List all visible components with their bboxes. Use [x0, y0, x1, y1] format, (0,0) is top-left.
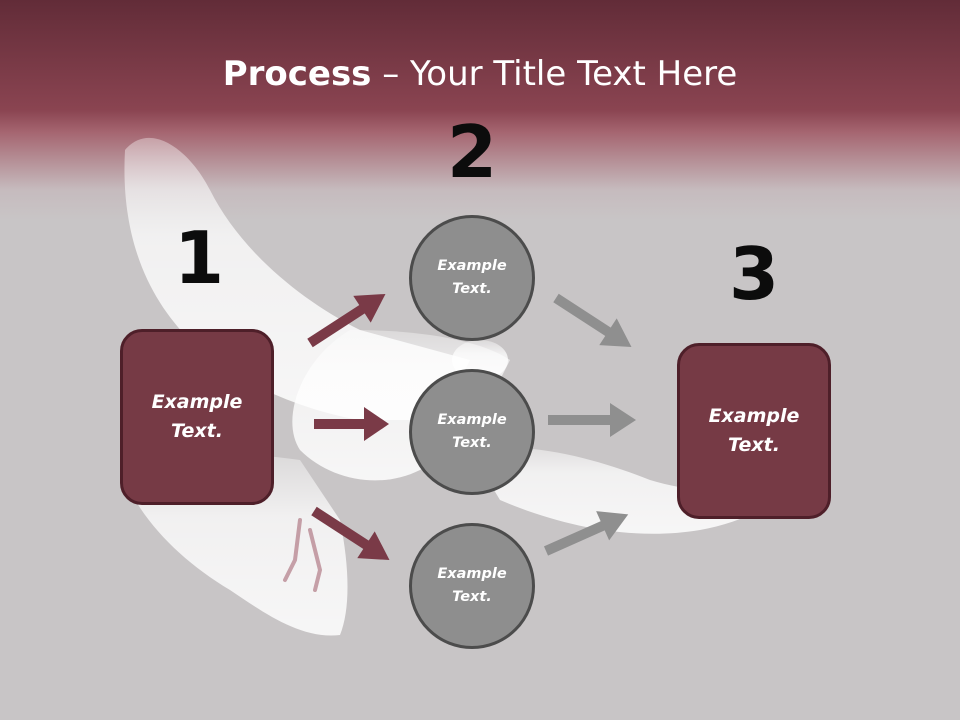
arrow-to-top-circle — [307, 293, 386, 348]
arrow-from-bottom-circle — [543, 511, 629, 556]
step-box-right: Example Text. — [677, 343, 831, 519]
step-box-left: Example Text. — [120, 329, 274, 505]
circle-top: Example Text. — [409, 215, 535, 341]
arrow-from-top-circle — [553, 293, 632, 348]
title-bold: Process — [222, 54, 372, 94]
arrow-to-middle-circle — [314, 407, 389, 441]
step-number-3: 3 — [728, 232, 780, 316]
step-box-right-text: Example Text. — [708, 405, 800, 456]
step-number-2: 2 — [446, 110, 498, 194]
step-number-1: 1 — [173, 216, 225, 300]
circle-bottom: Example Text. — [409, 523, 535, 649]
slide-title: Process – Your Title Text Here — [0, 52, 960, 96]
circle-bottom-text: Example Text. — [437, 566, 507, 605]
circle-middle: Example Text. — [409, 369, 535, 495]
arrow-to-bottom-circle — [311, 506, 390, 561]
circle-top-text: Example Text. — [437, 258, 507, 297]
title-rest: – Your Title Text Here — [371, 54, 738, 94]
circle-middle-text: Example Text. — [437, 412, 507, 451]
step-box-left-text: Example Text. — [151, 391, 243, 442]
arrow-from-middle-circle — [548, 403, 636, 437]
